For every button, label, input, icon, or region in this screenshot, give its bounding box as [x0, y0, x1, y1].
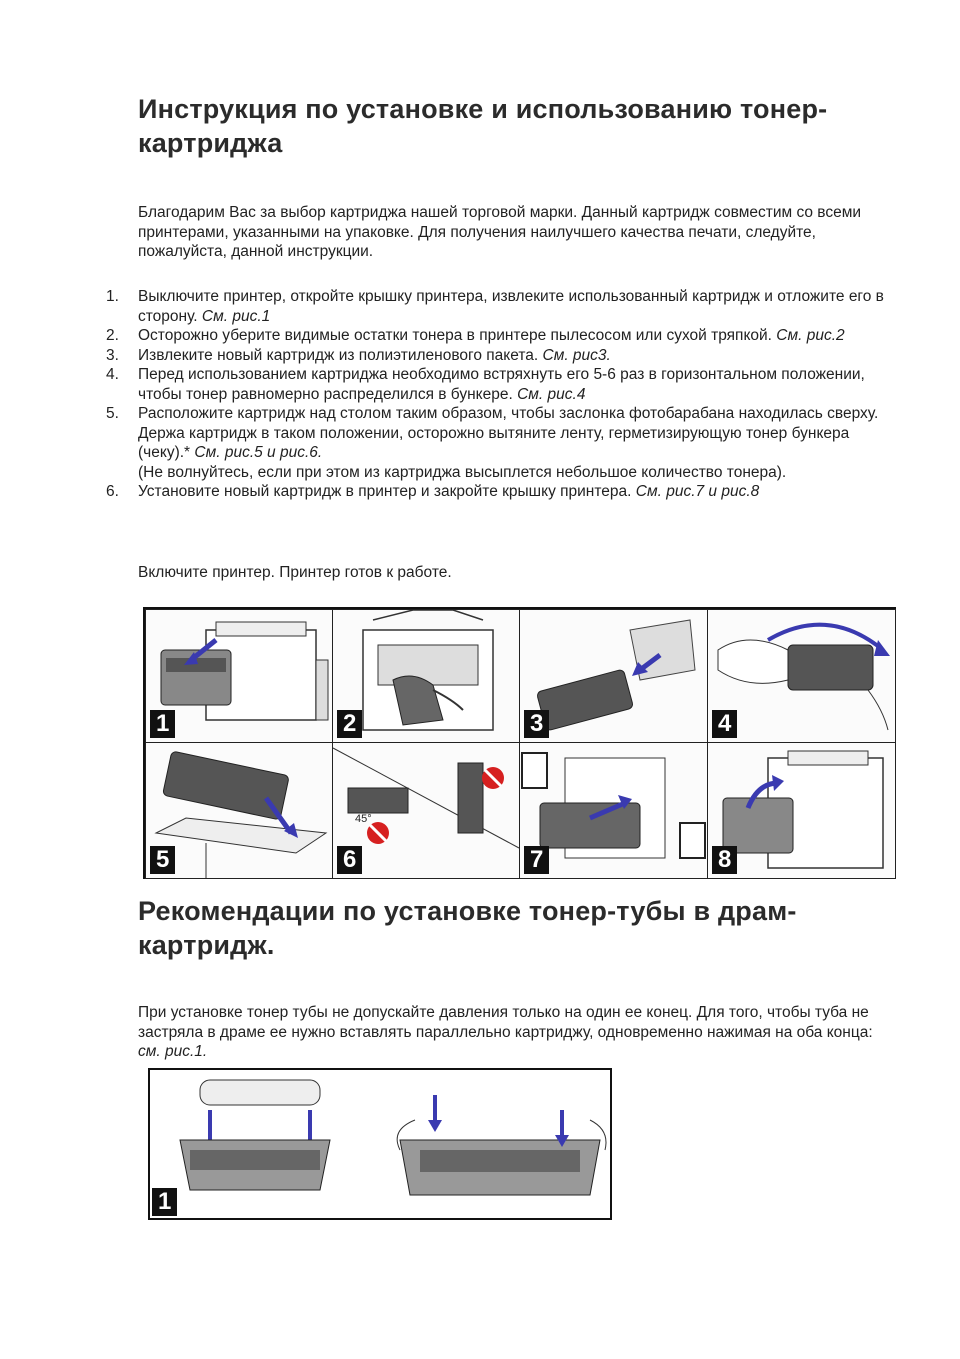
- angle-label: 45°: [355, 813, 372, 825]
- figure-panel-4: 4: [707, 609, 896, 743]
- figure-label: 3: [524, 710, 550, 738]
- shake-cartridge-illustration: [717, 622, 890, 731]
- step-number: 3.: [106, 346, 119, 364]
- figure-label: 4: [712, 710, 738, 738]
- step-text: Расположите картридж над столом таким об…: [138, 405, 879, 461]
- figure-panel-1: 1: [145, 609, 333, 743]
- step-text: Извлеките новый картридж из полиэтиленов…: [138, 346, 539, 364]
- step-number: 2.: [106, 327, 119, 344]
- tube-figure: 1: [148, 1068, 612, 1220]
- tube-paragraph: При установке тонер тубы не допускайте д…: [138, 1003, 883, 1062]
- ready-paragraph: Включите принтер. Принтер готов к работе…: [138, 564, 452, 581]
- step-number: 4.: [106, 366, 119, 383]
- step-item: 6. Установите новый картридж в принтер и…: [106, 482, 896, 502]
- pull-seal-illustration: [154, 751, 328, 878]
- step-ref: См. рис.1: [201, 307, 271, 325]
- instruction-steps: 1. Выключите принтер, откройте крышку пр…: [106, 287, 896, 502]
- step-number: 1.: [106, 288, 119, 305]
- figure-label: 6: [337, 846, 363, 874]
- step-number: 5.: [106, 405, 119, 422]
- step-note: (Не волнуйтесь, если при этом из картрид…: [138, 463, 787, 481]
- printer-clean-illustration: [362, 610, 494, 731]
- step-text: Осторожно уберите видимые остатки тонера…: [138, 327, 772, 344]
- step-ref: См. рис.2: [776, 327, 845, 344]
- step-ref: См. рис.4: [517, 385, 586, 403]
- step-item: 2. Осторожно уберите видимые остатки тон…: [106, 326, 896, 346]
- step-ref: См. рис.7 и рис.8: [635, 483, 760, 500]
- step-item: 4. Перед использованием картриджа необхо…: [106, 365, 896, 404]
- figure-panel-7: 7: [519, 742, 708, 879]
- figure-panel-5: 5: [145, 742, 333, 879]
- figure-label: 1: [152, 1188, 178, 1216]
- step-text: Установите новый картридж в принтер и за…: [138, 483, 632, 500]
- wrong-pull-illustration: [333, 747, 519, 849]
- unpack-cartridge-illustration: [536, 619, 696, 731]
- figure-panel-2: 2: [332, 609, 520, 743]
- tube-install-illustration: [179, 1079, 607, 1196]
- figure-label: 2: [337, 710, 363, 738]
- insert-cartridge-illustration: [521, 752, 706, 859]
- figure-panel-8: 8: [707, 742, 896, 879]
- installation-figure-grid: 1 2 3: [143, 607, 896, 879]
- figure-label: 8: [712, 846, 738, 874]
- section-title: Рекомендации по установке тонер-тубы в д…: [138, 896, 797, 960]
- step-text: Перед использованием картриджа необходим…: [138, 366, 865, 403]
- step-item: 5. Расположите картридж над столом таким…: [106, 404, 896, 482]
- figure-label: 7: [524, 846, 550, 874]
- figure-label: 1: [150, 710, 176, 738]
- printer-remove-cartridge-illustration: [160, 621, 329, 721]
- tube-ref: см. рис.1.: [138, 1043, 208, 1060]
- figure-panel-3: 3: [519, 609, 708, 743]
- close-printer-illustration: [722, 750, 884, 869]
- step-ref: См. рис.5 и рис.6.: [194, 444, 323, 461]
- tube-text: При установке тонер тубы не допускайте д…: [138, 1004, 873, 1041]
- step-ref: См. рис3.: [542, 346, 611, 364]
- step-number: 6.: [106, 483, 119, 500]
- step-item: 3. Извлеките новый картридж из полиэтиле…: [106, 346, 896, 366]
- figure-label: 5: [150, 846, 176, 874]
- page-title: Инструкция по установке и использованию …: [138, 94, 828, 158]
- step-text: Выключите принтер, откройте крышку принт…: [138, 288, 884, 325]
- intro-paragraph: Благодарим Вас за выбор картриджа нашей …: [138, 204, 862, 260]
- figure-panel-6: 45° 6: [332, 742, 520, 879]
- step-item: 1. Выключите принтер, откройте крышку пр…: [106, 287, 896, 326]
